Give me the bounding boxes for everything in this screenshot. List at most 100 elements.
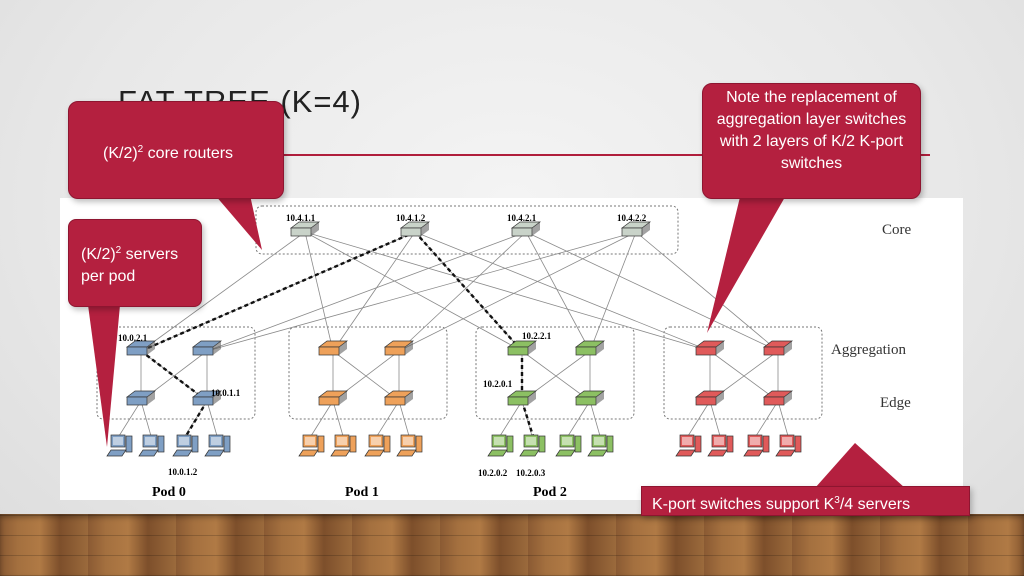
core-ip-label: 10.4.1.2 xyxy=(396,213,426,223)
callout-text: core routers xyxy=(143,145,234,162)
aggregation-switch xyxy=(383,340,415,356)
link-layer xyxy=(118,230,789,437)
core-agg-link xyxy=(589,231,637,352)
callout-servers-per-pod: (K/2)2 servers per pod xyxy=(68,219,202,307)
callout-text: (K/2) xyxy=(81,246,116,263)
path-link xyxy=(140,230,416,353)
edge-host-link xyxy=(499,400,523,437)
agg-ip-label: 10.0.2.1 xyxy=(118,333,148,343)
path-link xyxy=(520,400,535,437)
edge-host-link xyxy=(184,400,208,437)
callout-replacement-note: Note the replacement of aggregation laye… xyxy=(702,83,921,199)
server-host xyxy=(743,434,770,457)
edge-ip-label: 10.2.0.1 xyxy=(483,379,513,389)
edge-switch xyxy=(574,390,606,406)
edge-switch xyxy=(383,390,415,406)
callout-text: Note the replacement of aggregation laye… xyxy=(716,89,907,172)
layer-label-edge: Edge xyxy=(880,395,911,411)
callout-text: servers xyxy=(121,246,179,263)
server-host xyxy=(555,434,582,457)
server-host xyxy=(172,434,199,457)
wood-floor xyxy=(0,514,1024,576)
core-agg-link xyxy=(332,231,416,352)
aggregation-switch xyxy=(694,340,726,356)
pod-label: Pod 0 xyxy=(152,485,186,500)
edge-host-link xyxy=(118,400,142,437)
core-switch xyxy=(620,221,652,237)
edge-host-link xyxy=(687,400,711,437)
edge-host-link xyxy=(398,400,410,437)
edge-host-link xyxy=(709,400,721,437)
superscript: 2 xyxy=(115,245,122,256)
core-agg-link xyxy=(398,231,527,352)
edge-host-link xyxy=(567,400,591,437)
pod-label: Pod 2 xyxy=(533,485,567,500)
server-host xyxy=(487,434,514,457)
core-switch xyxy=(510,221,542,237)
edge-ip-label: 10.0.1.1 xyxy=(211,388,241,398)
superscript: 2 xyxy=(137,144,144,155)
core-agg-link xyxy=(525,231,779,352)
aggregation-switch xyxy=(574,340,606,356)
pod-box-3 xyxy=(663,326,823,420)
server-host xyxy=(204,434,231,457)
edge-host-link xyxy=(589,400,601,437)
server-host xyxy=(775,434,802,457)
pod-box-2 xyxy=(475,326,635,420)
callout-pointer-kport xyxy=(815,443,905,488)
core-agg-link xyxy=(525,231,591,352)
callout-k-port-support: K-port switches support K3/4 servers xyxy=(641,486,970,516)
layer-label-core: Core xyxy=(882,222,912,238)
edge-switch xyxy=(762,390,794,406)
server-host xyxy=(138,434,165,457)
edge-host-link xyxy=(376,400,400,437)
aggregation-switch xyxy=(317,340,349,356)
superscript: 3 xyxy=(834,495,840,506)
host-ip-label: 10.0.1.2 xyxy=(168,467,198,477)
callout-text: /4 servers xyxy=(839,496,911,513)
core-ip-label: 10.4.2.1 xyxy=(507,213,537,223)
core-agg-link xyxy=(206,231,637,352)
edge-switch xyxy=(506,390,538,406)
server-host xyxy=(330,434,357,457)
callout-text: K-port switches support K xyxy=(652,496,835,513)
core-ip-label: 10.4.2.2 xyxy=(617,213,647,223)
server-host xyxy=(675,434,702,457)
core-agg-link xyxy=(304,231,711,352)
server-host xyxy=(364,434,391,457)
server-host xyxy=(707,434,734,457)
edge-switch xyxy=(317,390,349,406)
callout-core-routers: (K/2)2 core routers xyxy=(68,101,284,199)
pod-box-0 xyxy=(96,326,256,420)
edge-host-link xyxy=(755,400,779,437)
path-link xyxy=(414,231,523,352)
agg-ip-label: 10.2.2.1 xyxy=(522,331,552,341)
host-ip-label: 10.2.0.2 xyxy=(478,468,508,478)
core-switch xyxy=(399,221,431,237)
edge-host-link xyxy=(310,400,334,437)
aggregation-switch xyxy=(762,340,794,356)
core-agg-link xyxy=(398,231,637,352)
host-ip-label: 10.2.0.3 xyxy=(516,468,546,478)
edge-host-link xyxy=(206,400,218,437)
core-agg-link xyxy=(414,231,711,352)
edge-host-link xyxy=(777,400,789,437)
pod-box-1 xyxy=(288,326,448,420)
callout-pointer-servers xyxy=(88,305,120,447)
core-agg-link xyxy=(635,231,779,352)
core-group-box xyxy=(255,205,679,255)
callout-pointer-note xyxy=(707,197,785,333)
server-host xyxy=(298,434,325,457)
edge-host-link xyxy=(140,400,152,437)
server-host xyxy=(519,434,546,457)
callout-pointer-core xyxy=(215,195,262,250)
core-ip-label: 10.4.1.1 xyxy=(286,213,316,223)
aggregation-switch xyxy=(125,340,157,356)
server-host xyxy=(396,434,423,457)
callout-text: (K/2) xyxy=(103,145,138,162)
callout-text: per pod xyxy=(81,268,136,285)
edge-switch xyxy=(125,390,157,406)
edge-host-link xyxy=(332,400,344,437)
